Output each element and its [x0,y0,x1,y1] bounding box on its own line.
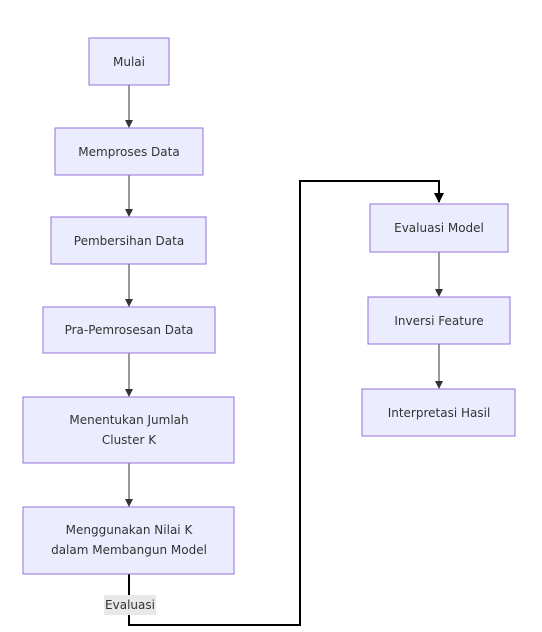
node-memproses-data-label: Memproses Data [78,145,179,159]
node-inversi-feature: Inversi Feature [367,296,511,345]
node-pembersihan-data-label: Pembersihan Data [74,234,184,248]
node-mulai: Mulai [88,37,170,86]
node-pra-pemrosesan-data-label: Pra-Pemrosesan Data [65,323,194,337]
edge-menggunakan-evaluasi-model [128,180,444,626]
node-menentukan-line1: Menentukan Jumlah [69,413,188,427]
node-menentukan-jumlah-cluster: Menentukan Jumlah Cluster K [22,396,235,464]
edge-label-evaluasi-bg [104,595,156,615]
node-mulai-label: Mulai [113,55,145,69]
node-evaluasi-model: Evaluasi Model [369,203,509,253]
node-evaluasi-model-label: Evaluasi Model [394,221,484,235]
node-inversi-feature-label: Inversi Feature [394,314,483,328]
node-interpretasi-hasil: Interpretasi Hasil [361,388,516,437]
node-pembersihan-data: Pembersihan Data [50,216,207,265]
node-pra-pemrosesan-data: Pra-Pemrosesan Data [42,306,216,354]
node-interpretasi-hasil-label: Interpretasi Hasil [388,406,491,420]
node-memproses-data: Memproses Data [54,127,204,176]
node-menggunakan-line2: dalam Membangun Model [51,543,207,557]
node-menentukan-line2: Cluster K [102,433,157,447]
node-menggunakan-line1: Menggunakan Nilai K [66,523,194,537]
node-menggunakan-nilai-k: Menggunakan Nilai K dalam Membangun Mode… [22,506,235,575]
edge-label-evaluasi: Evaluasi [105,598,155,612]
